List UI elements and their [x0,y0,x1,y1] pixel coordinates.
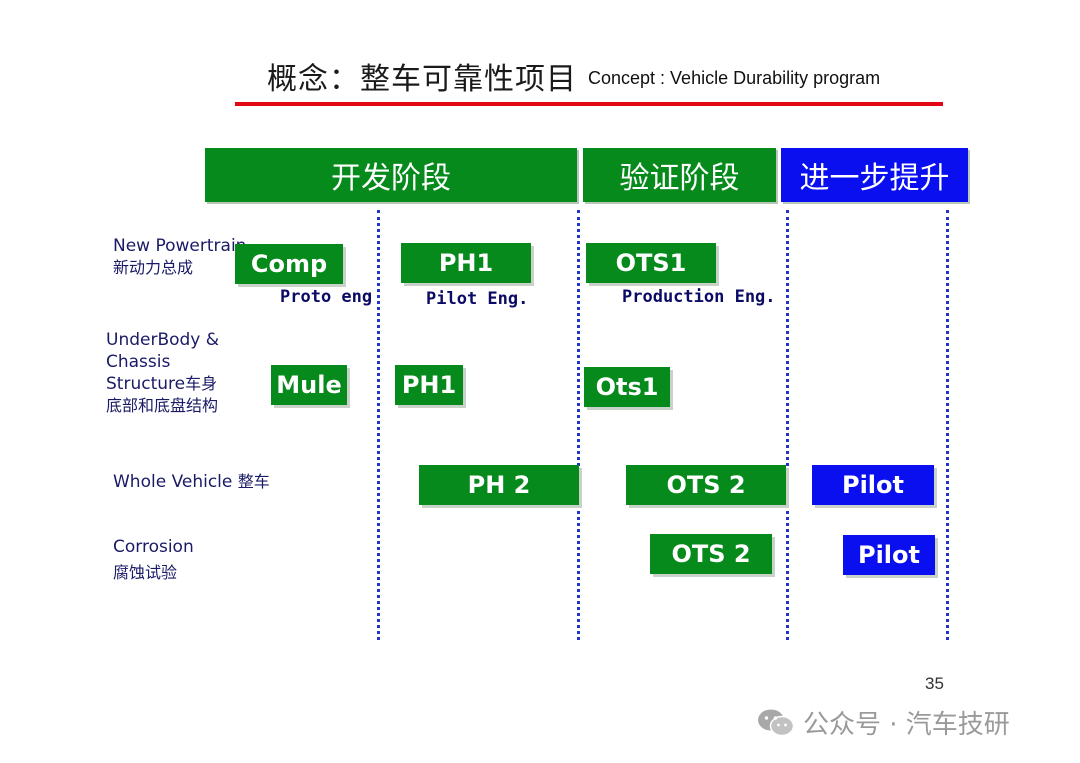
bar-mule-label: Mule [276,371,342,399]
bar-ots2-vehicle-label: OTS 2 [666,471,746,499]
sublabel-pilot-eng: Pilot Eng. [426,289,529,309]
divider-line-2 [577,210,580,640]
phase-improvement: 进一步提升 [781,148,968,202]
phase-validation-label: 验证阶段 [619,161,740,196]
wechat-icon [758,709,795,736]
row-label-vehicle: Whole Vehicle 整车 [113,471,270,493]
bar-pilot-vehicle-label: Pilot [841,471,904,499]
watermark: 公众号 · 汽车技研 [757,704,1010,741]
bar-ots2-vehicle: OTS 2 [626,465,786,505]
bar-comp: Comp [235,244,343,284]
bar-ots1-underbody: Ots1 [584,367,670,407]
row-label-corrosion-zh: 腐蚀试验 [113,563,178,582]
bar-ots1-underbody-label: Ots1 [595,373,659,401]
phase-development-label: 开发阶段 [331,161,451,196]
divider-line-4 [946,210,949,640]
row-label-underbody-en3: Structure [106,374,186,394]
row-label-vehicle-en: Whole Vehicle [113,472,238,492]
title-underline [235,102,943,106]
bar-ots2-corrosion: OTS 2 [650,534,772,574]
row-label-underbody-en1: UnderBody & [106,330,220,350]
watermark-text: 公众号 · 汽车技研 [803,710,1010,740]
page-number: 35 [925,674,944,693]
bar-mule: Mule [271,365,347,405]
bar-pilot-corrosion: Pilot [843,535,935,575]
title-english: Concept : Vehicle Durability program [588,68,881,88]
row-label-powertrain: New Powertrain 新动力总成 [113,235,246,279]
phase-development: 开发阶段 [205,148,577,202]
bar-ph1-powertrain: PH1 [401,243,531,283]
phase-validation: 验证阶段 [583,148,776,202]
row-label-underbody-en2: Chassis [106,352,171,372]
divider-line-3 [786,210,789,640]
row-label-powertrain-zh: 新动力总成 [113,258,194,277]
bar-ots1-powertrain-label: OTS1 [615,249,687,277]
bar-ph2: PH 2 [419,465,579,505]
row-label-underbody-zh2: 底部和底盘结构 [106,396,219,415]
sublabel-production-eng: Production Eng. [622,287,776,307]
bar-ph1-powertrain-label: PH1 [438,249,494,277]
bar-ph1-underbody: PH1 [395,365,463,405]
bar-ph1-underbody-label: PH1 [401,371,457,399]
bar-ph2-label: PH 2 [467,471,531,499]
row-label-powertrain-en: New Powertrain [113,236,247,256]
bar-ots2-corrosion-label: OTS 2 [671,540,751,568]
phase-improvement-label: 进一步提升 [799,161,950,196]
bar-ots1-powertrain: OTS1 [586,243,716,283]
divider-line-1 [377,210,380,640]
bar-pilot-vehicle: Pilot [812,465,934,505]
row-label-corrosion-en: Corrosion [113,537,194,557]
title-chinese: 概念：整车可靠性项目 [267,62,577,97]
sublabel-proto-eng: Proto eng [280,287,373,307]
row-label-vehicle-zh: 整车 [237,472,270,491]
row-label-corrosion: Corrosion 腐蚀试验 [113,536,194,584]
bar-comp-label: Comp [250,250,328,278]
row-label-underbody: UnderBody & Chassis Structure车身 底部和底盘结构 [106,329,219,417]
bar-pilot-corrosion-label: Pilot [857,541,920,569]
row-label-underbody-zh1: 车身 [185,374,218,393]
